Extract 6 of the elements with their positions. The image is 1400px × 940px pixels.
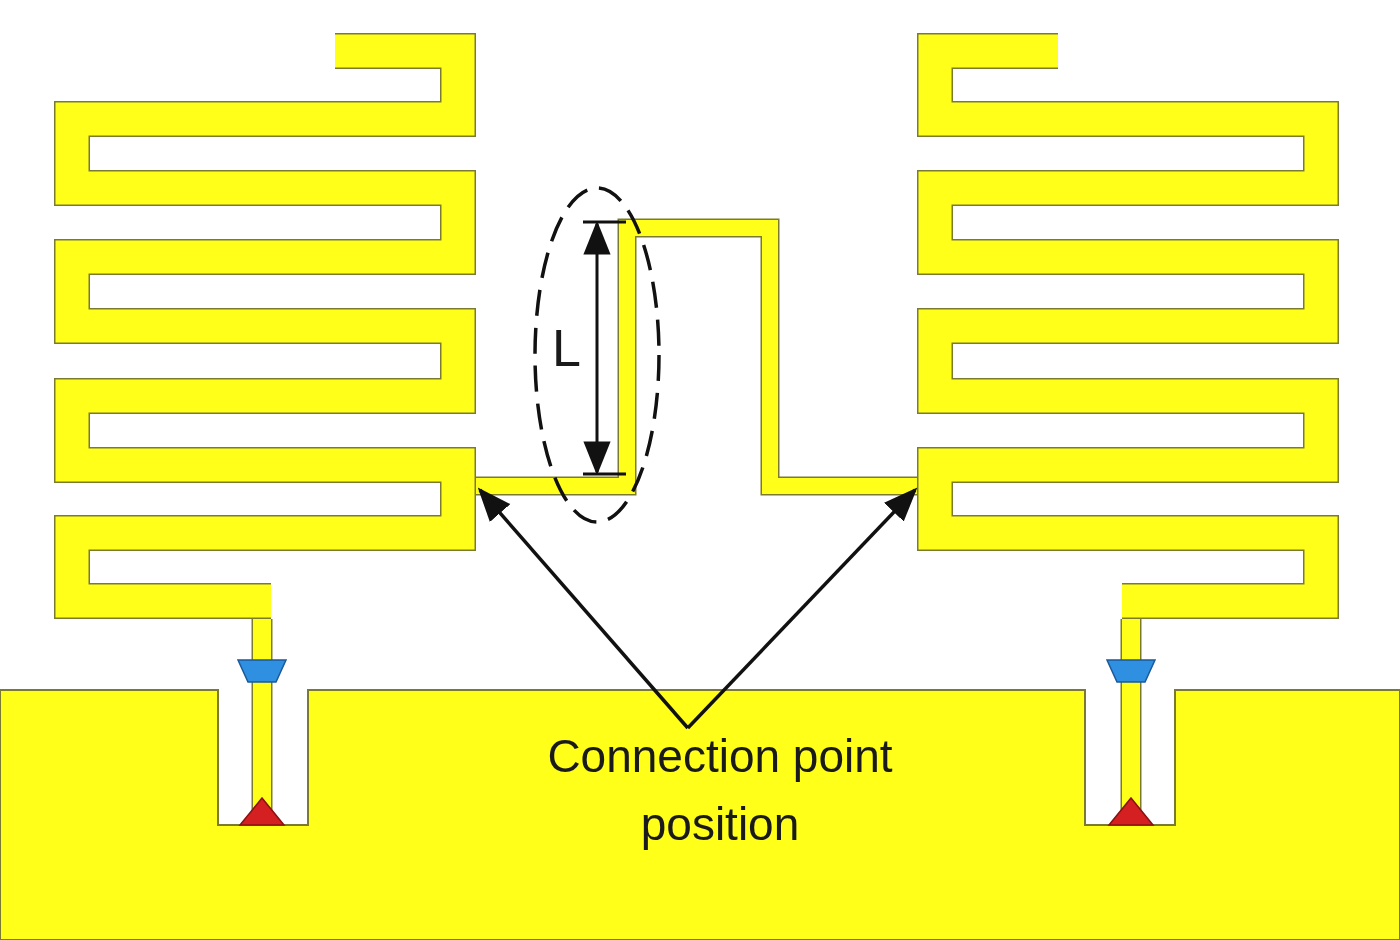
leader-arrow	[477, 487, 690, 730]
meander-antenna-drawing	[54, 33, 476, 619]
meander-antenna-drawing	[917, 33, 1339, 619]
leader-arrow	[686, 487, 918, 730]
dimension-label: L	[552, 318, 581, 378]
callout-text: Connection point position	[490, 722, 950, 858]
